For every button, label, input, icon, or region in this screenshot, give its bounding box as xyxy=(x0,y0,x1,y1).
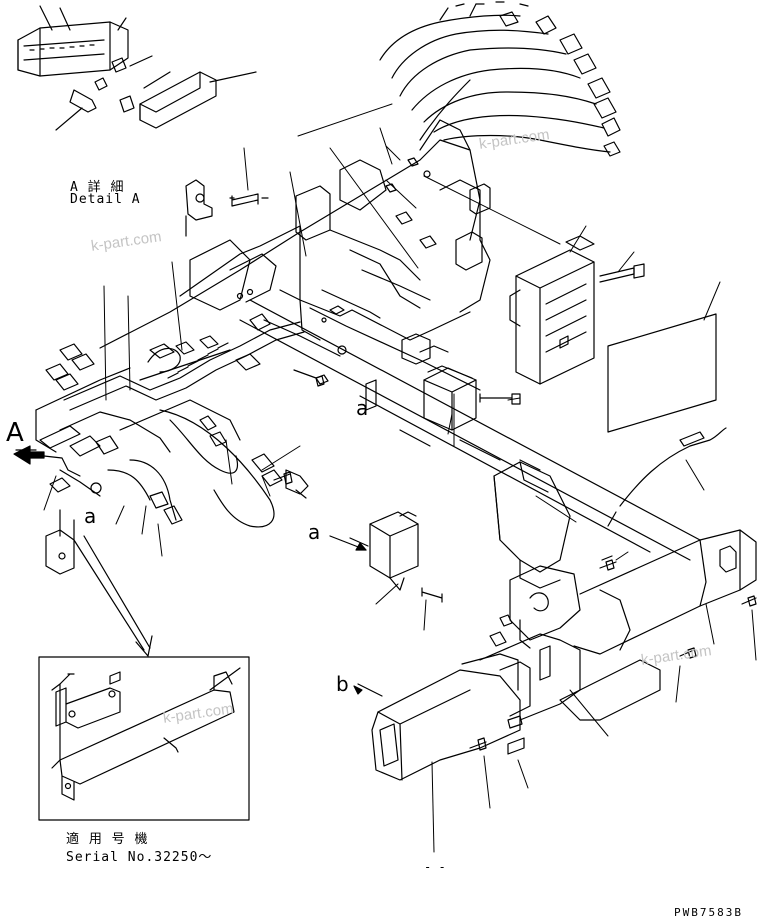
dash-mark: - - xyxy=(424,860,446,874)
duct-upper xyxy=(493,461,581,649)
serial-number-label: Serial No.32250～ xyxy=(66,850,213,865)
label-sheet xyxy=(607,313,717,433)
left-harness xyxy=(15,313,305,575)
controller-unit xyxy=(509,235,645,385)
serial-title-jp: 適 用 号 機 xyxy=(66,832,149,847)
relay-module-a xyxy=(349,511,443,603)
bracket-top xyxy=(185,179,269,237)
ref-a-label: a xyxy=(308,520,321,544)
ref-b-label: b xyxy=(336,672,349,696)
inset-variant-box xyxy=(38,656,250,821)
antenna-cable xyxy=(607,427,727,527)
lower-harness xyxy=(159,353,329,528)
view-a-label: A xyxy=(6,418,24,448)
bolts xyxy=(273,375,757,755)
ref-a-label: a xyxy=(356,396,369,420)
detail-a-title-jp: A 詳 細 xyxy=(70,180,125,195)
dash-frame xyxy=(35,119,491,453)
ref-a-label: a xyxy=(84,504,97,528)
view-a-arrow xyxy=(13,445,45,465)
wire-harness-top xyxy=(379,1,621,157)
detail-a-title-en: Detail A xyxy=(70,192,141,207)
relay-unit xyxy=(423,365,521,431)
duct-lower xyxy=(371,614,661,781)
drawing-code: PWB7583B xyxy=(674,906,743,919)
duct-right xyxy=(573,529,757,655)
leader-lines xyxy=(43,103,757,853)
detail-a-connector xyxy=(17,5,257,131)
